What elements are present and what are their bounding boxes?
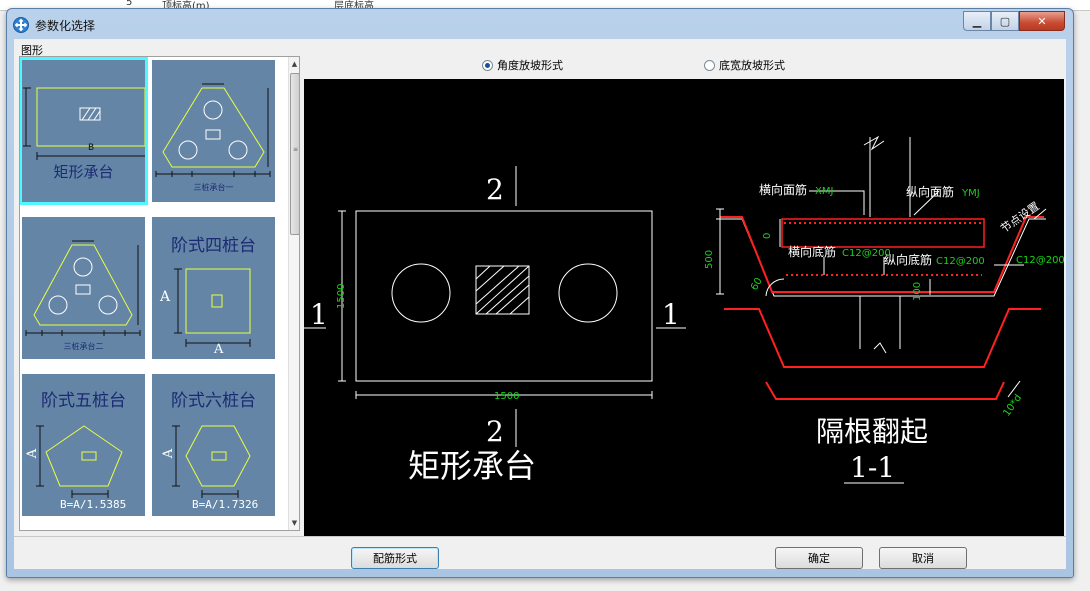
dialog-client-area: 图形 B 矩形承台: [14, 39, 1066, 569]
rect-cap-icon: [23, 87, 145, 160]
thumb-label: 三桩承台二: [63, 342, 104, 351]
section-title: 隔根翻起: [816, 415, 928, 448]
scroll-thumb[interactable]: ≡: [290, 73, 299, 235]
bg-cell-bottom: 层底标高: [334, 1, 374, 12]
thumb-three-pile-2[interactable]: 三桩承台二: [22, 217, 145, 359]
shapes-group-label: 图形: [21, 44, 43, 57]
section-name: 1-1: [850, 451, 895, 484]
bg-cell-top: 顶标高(m): [162, 1, 210, 12]
rebar-bot-x-code: C12@200: [842, 248, 891, 259]
rebar-top-x-code: XMJ: [815, 186, 833, 197]
plan-view: 2 2 1 1 矩形承台: [304, 166, 686, 485]
thumb-label: 矩形承台: [53, 163, 114, 181]
dim-height-1500: 1500: [336, 284, 347, 309]
dim-100: 100: [912, 282, 923, 301]
scroll-up-arrow-icon[interactable]: ▲: [291, 60, 298, 68]
dim-a-label: A: [25, 448, 41, 459]
dim-a-label: A: [161, 448, 177, 459]
rect-cap-dim: B: [88, 143, 95, 153]
cad-preview-canvas: 2 2 1 1 矩形承台 1500 1500: [304, 79, 1064, 537]
bottom-separator: [14, 536, 1066, 537]
radio-label: 底宽放坡形式: [719, 59, 785, 72]
rebar-bot-y-code: C12@200: [936, 256, 985, 267]
bg-cell-index: 5: [126, 0, 133, 8]
dim-width-1500: 1500: [494, 391, 519, 402]
radio-checked-icon[interactable]: [482, 59, 493, 71]
grip-icon: ≡: [293, 146, 299, 153]
rebar-top-x-label: 横向面筋: [759, 182, 807, 197]
section-mark-2-bottom: 2: [486, 415, 504, 448]
cad-drawing: 2 2 1 1 矩形承台 1500 1500: [304, 135, 1064, 485]
radio-angle-slope[interactable]: 角度放坡形式: [482, 57, 563, 73]
radio-unchecked-icon[interactable]: [704, 59, 715, 71]
param-select-dialog: 参数化选择 ▁ ▢ ✕ 图形 B 矩形承台: [6, 8, 1074, 578]
step-five-pile-icon: [36, 425, 123, 498]
thumb-label: 阶式五桩台: [41, 391, 126, 411]
three-pile-cap-icon: [25, 240, 141, 336]
cancel-button[interactable]: 取消: [879, 547, 967, 569]
shape-list[interactable]: B 矩形承台 三桩承台一: [19, 56, 300, 531]
dim-b-label: A: [214, 342, 224, 357]
formula-label: B=A/1.5385: [60, 498, 127, 511]
rebar-form-button[interactable]: 配筋形式: [351, 547, 439, 569]
dim-a-label: A: [160, 289, 171, 305]
minimize-button[interactable]: ▁: [963, 11, 991, 31]
close-button[interactable]: ✕: [1019, 11, 1065, 31]
rebar-top-y-label: 纵向面筋: [906, 184, 954, 199]
plan-title: 矩形承台: [408, 447, 536, 485]
thumb-label: 阶式六桩台: [171, 391, 256, 411]
radio-label: 角度放坡形式: [497, 59, 563, 72]
section-mark-2-top: 2: [486, 173, 504, 206]
angle-60: 60: [749, 276, 765, 293]
thumb-three-pile-1[interactable]: 三桩承台一: [152, 60, 275, 202]
shape-list-scrollbar[interactable]: ▲ ≡ ▼: [288, 57, 299, 530]
rebar-bot-x-label: 横向底筋: [788, 244, 836, 259]
ok-button[interactable]: 确定: [775, 547, 863, 569]
rebar-top-y-code: YMJ: [961, 188, 980, 199]
thumb-step-five-pile[interactable]: 阶式五桩台 A B=A/1.5385: [22, 374, 145, 516]
three-pile-cap-icon: [155, 83, 271, 177]
section-view: [716, 135, 1047, 484]
rebar-bot-y-label: 纵向底筋: [884, 252, 932, 267]
window-title: 参数化选择: [35, 19, 96, 33]
step-six-pile-icon: [172, 425, 251, 498]
section-mark-1-left: 1: [310, 298, 328, 331]
thumb-step-four-pile[interactable]: 阶式四桩台 A A: [152, 217, 275, 359]
anchor-length: 10*d: [1001, 393, 1024, 419]
thumb-label: 阶式四桩台: [171, 236, 256, 256]
section-mark-1-right: 1: [662, 298, 680, 331]
scroll-down-arrow-icon[interactable]: ▼: [291, 519, 298, 527]
maximize-button[interactable]: ▢: [991, 11, 1019, 31]
slope-mode-radio-group: 角度放坡形式 底宽放坡形式: [302, 55, 1064, 75]
thumb-step-six-pile[interactable]: 阶式六桩台 A B=A/1.7326: [152, 374, 275, 516]
radio-bottom-width-slope[interactable]: 底宽放坡形式: [704, 57, 785, 73]
dim-500: 500: [704, 250, 715, 269]
app-icon: [13, 17, 29, 33]
thumb-rect-cap[interactable]: B 矩形承台: [20, 57, 148, 205]
title-bar[interactable]: 参数化选择 ▁ ▢ ✕: [7, 9, 1073, 37]
dim-0: 0: [762, 233, 773, 239]
step-four-pile-icon: [174, 268, 251, 347]
thumb-label: 三桩承台一: [193, 183, 234, 192]
side-rebar-code: C12@200: [1016, 255, 1064, 266]
formula-label: B=A/1.7326: [192, 498, 259, 511]
